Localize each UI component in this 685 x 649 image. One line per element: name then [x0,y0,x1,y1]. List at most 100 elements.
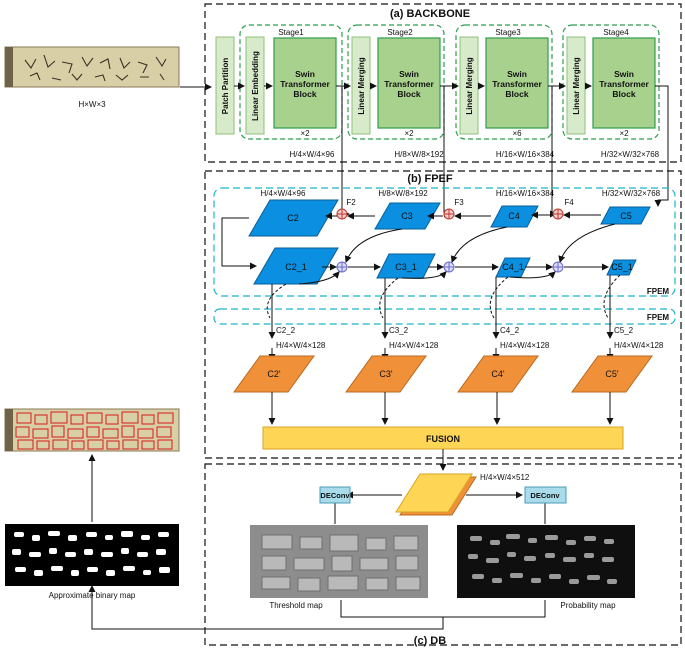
stage2-repeat: ×2 [404,129,414,138]
swin-block-3-line1: Swin [507,69,527,79]
swin-block-2-line1: Swin [399,69,419,79]
c2-1-label: C2_1 [285,262,307,272]
stage3-frame [455,24,553,140]
deconv-right-label: DEConv [530,491,560,500]
c2-label: C2 [287,213,299,223]
stage3-size: H/16×W/16×384 [496,150,555,159]
threshold-map-image [250,525,428,598]
stage1-size: H/4×W/4×96 [290,150,335,159]
swin-block-2 [377,37,441,129]
probability-map-label: Probability map [560,601,616,610]
deconv-right [524,486,567,504]
output-detection-image [4,408,180,452]
swin-block-2-line3: Block [397,89,420,99]
fused-feature-block [395,473,477,516]
orange-to-fusion-arrows [268,392,614,425]
stage2-label: Stage2 [387,28,413,37]
c4-2-label: C4_2 [500,326,520,335]
para-c5 [600,206,651,225]
out-size-c4: H/4×W/4×128 [500,341,550,350]
out-size-c2: H/4×W/4×128 [276,341,326,350]
c4-prime-label: C4' [491,369,505,379]
patch-partition-label: Patch Partition [221,58,230,115]
c5-label: C5 [620,211,632,221]
db-title: (c) DB [414,635,446,647]
c2-prime-label: C2' [267,369,281,379]
size-c3: H/8×W/8×192 [378,189,428,198]
swin-block-1-line2: Transformer [280,79,330,89]
stage1-repeat: ×2 [300,129,310,138]
label-f4: F4 [564,198,574,207]
c3-label: C3 [401,211,413,221]
para-c4-1 [495,257,531,278]
para-c4 [490,205,539,228]
stage2-frame [347,24,445,140]
para-c5-1 [606,259,637,276]
c4-label: C4 [508,211,520,221]
para-c3 [374,202,441,230]
swin-block-1-line3: Block [293,89,316,99]
out-size-c5: H/4×W/4×128 [614,341,664,350]
swin-block-3-line3: Block [505,89,528,99]
size-c2: H/4×W/4×96 [261,189,306,198]
stage3-label: Stage3 [495,28,521,37]
stage4-repeat: ×2 [619,129,629,138]
linear-embedding-label: Linear Embedding [251,51,260,121]
stage4-frame [562,24,660,140]
deconv-left [319,486,351,504]
linear-merging-label-3: Linear Merging [465,57,474,114]
c5-prime-label: C5' [605,369,619,379]
swin-block-4 [592,37,656,129]
para-c3-prime [345,355,427,393]
stage2-size: H/8×W/8×192 [394,150,444,159]
stage1-frame [239,24,343,140]
linear-merging-label-4: Linear Merging [572,57,581,114]
para-c4-prime [457,355,539,393]
label-f2: F2 [346,198,356,207]
fpef-title: (b) FPEF [407,173,452,185]
label-f3: F3 [454,198,464,207]
input-image [4,46,180,88]
c5-2-label: C5_2 [614,326,634,335]
deconv-left-label: DEConv [320,491,350,500]
fpem-label-2: FPEM [647,313,670,322]
para-c2-1 [253,247,339,285]
backbone-frame [204,3,682,163]
c4-1-label: C4_1 [502,262,524,272]
probability-map-image [457,525,635,598]
para-c2 [248,199,339,237]
c3-2-label: C3_2 [389,326,409,335]
swin-block-4-line1: Swin [614,69,634,79]
c2-2-label: C2_2 [276,326,296,335]
para-c2-prime [233,355,315,393]
stage3-repeat: ×6 [512,129,522,138]
linear-merging-label-2: Linear Merging [357,57,366,114]
swin-block-2-line2: Transformer [384,79,434,89]
binary-map-label: Approximate binary map [49,591,136,600]
input-size-label: H×W×3 [78,100,106,109]
fpem-label-1: FPEM [647,287,670,296]
swin-block-4-line3: Block [612,89,635,99]
fpef-bottom-arrows [266,263,621,361]
swin-block-4-line2: Transformer [599,79,649,89]
swin-block-1-line1: Swin [295,69,315,79]
stage4-label: Stage4 [603,28,629,37]
size-c4: H/16×W/16×384 [496,189,555,198]
fpem-frame-2 [213,308,676,325]
c5-1-label: C5_1 [611,262,633,272]
swin-block-3 [485,37,549,129]
c3-1-label: C3_1 [395,262,417,272]
add-circles-bottom [336,261,564,273]
fpem-frame-1 [213,187,676,297]
fusion-label: FUSION [426,434,460,444]
stage4-size: H/32×W/32×768 [601,150,660,159]
para-c5-prime [571,355,653,393]
swin-block-3-line2: Transformer [492,79,542,89]
binary-map-image [5,524,179,586]
fpef-top-arrows [221,211,616,270]
stage1-label: Stage1 [278,28,304,37]
backbone-title: (a) BACKBONE [390,8,470,20]
fused-size-label: H/4×W/4×512 [480,473,530,482]
c3-prime-label: C3' [379,369,393,379]
